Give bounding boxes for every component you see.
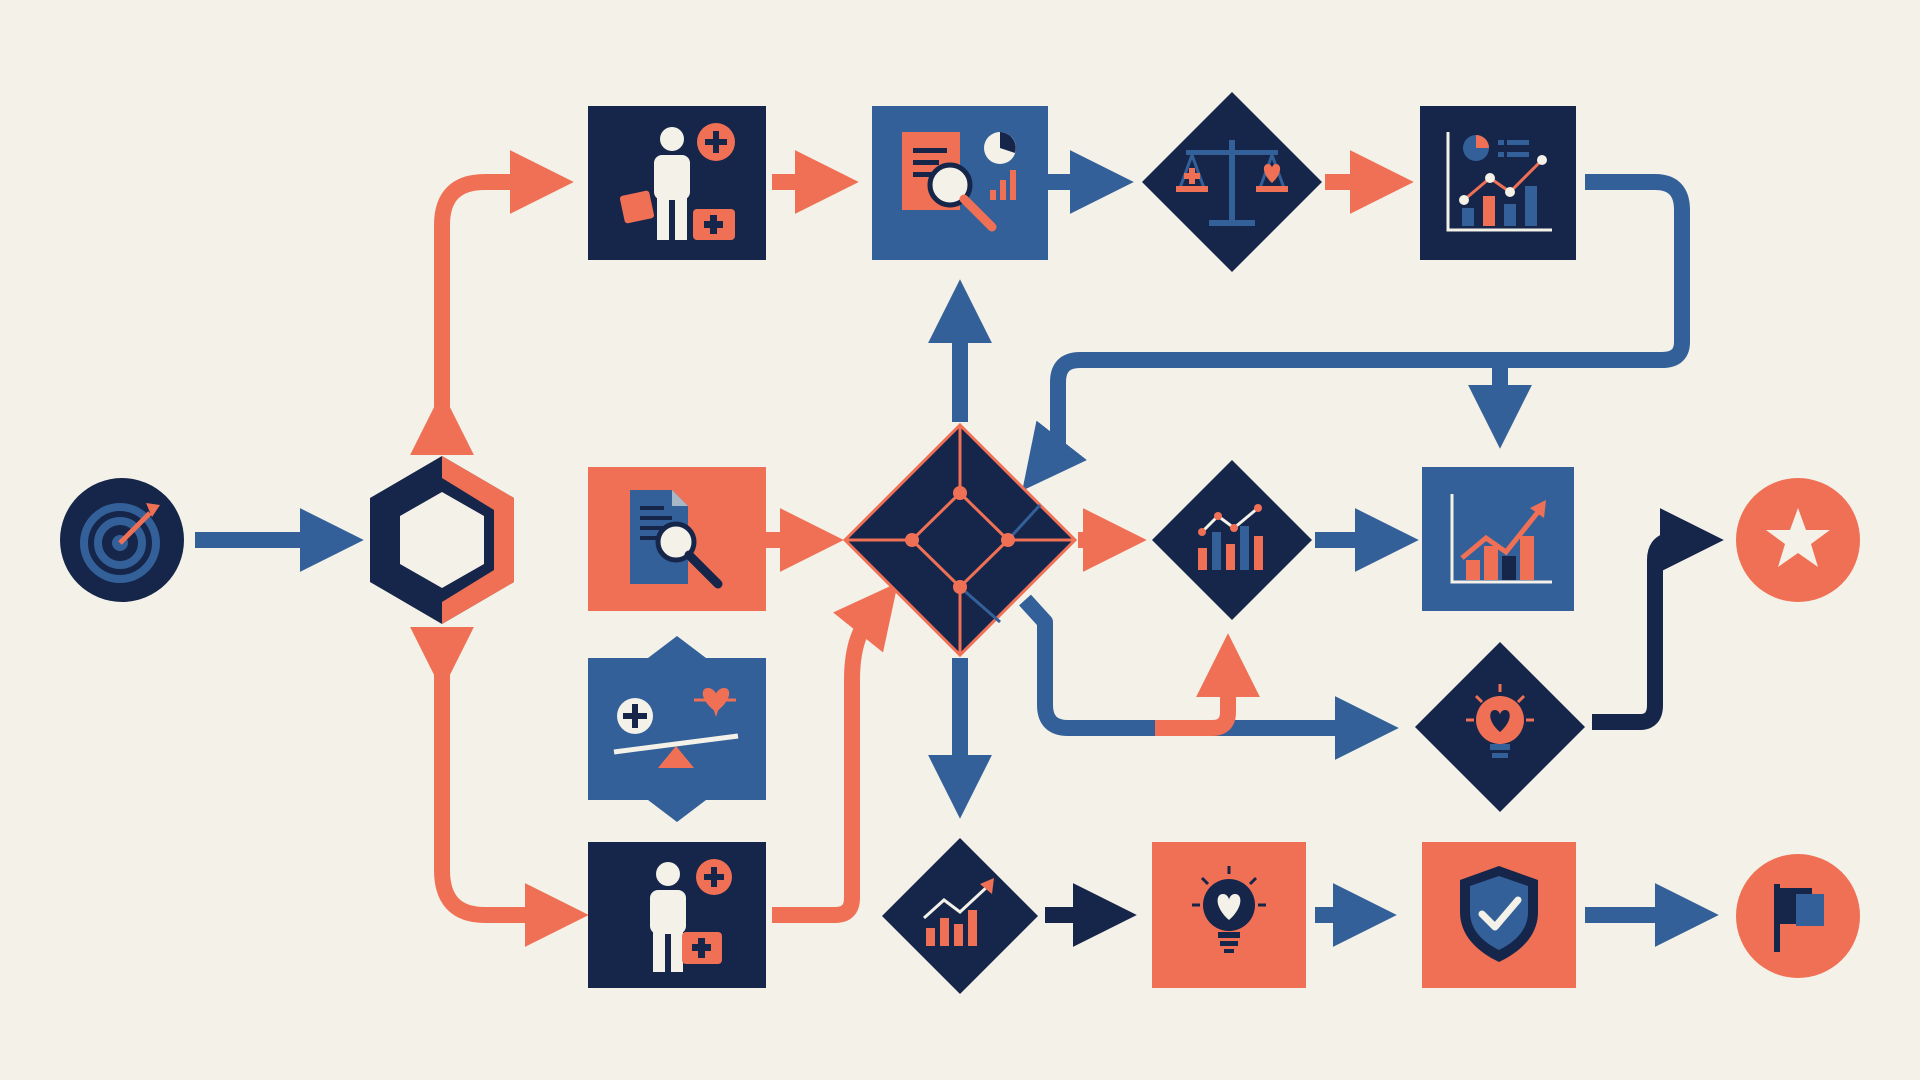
- arrow-network-to-idea: [1019, 594, 1399, 760]
- node-hub: [370, 456, 514, 624]
- arrow-report-loop: [1022, 174, 1690, 491]
- node-idea-box: [1152, 842, 1306, 988]
- flag-icon: [1774, 884, 1824, 952]
- node-patient-bottom: [588, 842, 766, 988]
- shield-check-icon: [1460, 866, 1538, 962]
- node-balance-decision: [1142, 92, 1322, 272]
- star-icon: [1766, 508, 1830, 567]
- arrow-network-to-analysis-bottom: [1155, 633, 1260, 736]
- lightbulb-heart-icon: [1466, 684, 1534, 758]
- bar-line-chart-icon: [1198, 504, 1263, 570]
- document-magnifier-chart-icon: [902, 132, 1016, 232]
- network-nodes-icon: [845, 425, 1075, 655]
- hexagon-hub-icon: [400, 492, 484, 588]
- node-analysis-decision: [1152, 460, 1312, 620]
- node-growth-chart: [1422, 467, 1574, 611]
- target-icon: [80, 503, 160, 583]
- arrow-hub-to-patient-top: [410, 150, 574, 456]
- node-report-dashboard: [1420, 106, 1576, 260]
- node-risk-balance: [588, 636, 766, 822]
- lightbulb-heart-icon: [1192, 866, 1266, 953]
- connectors: [195, 150, 1724, 947]
- node-security-box: [1422, 842, 1576, 988]
- growth-chart-icon: [1450, 494, 1552, 584]
- node-trend-decision: [882, 838, 1038, 994]
- node-end-star: [1736, 478, 1860, 602]
- arrow-hub-to-patient-bottom: [410, 626, 589, 947]
- node-idea-decision: [1415, 642, 1585, 812]
- node-document-review-top: [872, 106, 1048, 260]
- node-document-review-mid: [588, 467, 766, 611]
- node-network-center: [842, 422, 1078, 658]
- seesaw-health-balance-icon: [613, 687, 739, 768]
- node-end-flag: [1736, 854, 1860, 978]
- document-magnifier-icon: [630, 490, 723, 589]
- bar-trend-chart-icon: [922, 878, 994, 946]
- patient-medical-kit-icon: [650, 859, 732, 972]
- scales-health-icon: [1176, 140, 1288, 226]
- node-start: [60, 478, 184, 602]
- patient-medical-kit-icon: [619, 123, 735, 240]
- arrow-growth-chart-to-star: [1592, 508, 1724, 730]
- arrow-patient-bottom-to-network: [772, 582, 898, 923]
- node-patient-top: [588, 106, 766, 260]
- line-chart-dashboard-icon: [1446, 132, 1552, 232]
